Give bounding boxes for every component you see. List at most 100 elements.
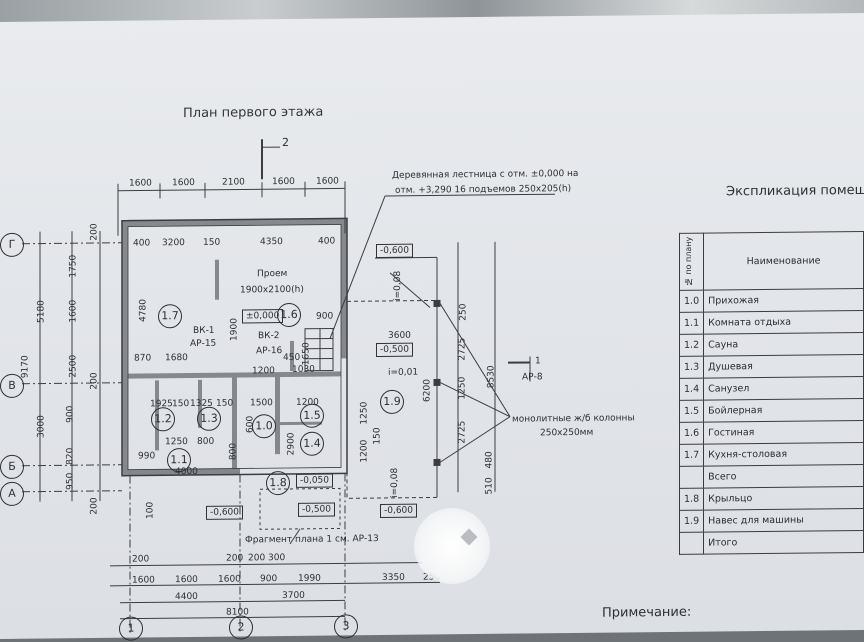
inner-dim: 150 bbox=[216, 399, 233, 409]
left-dim: 200 bbox=[90, 497, 100, 514]
top-dim: 1600 bbox=[316, 176, 339, 186]
axis-marker-v: В bbox=[0, 374, 24, 398]
bottom-dim: 300 bbox=[268, 553, 285, 563]
left-total: 9170 bbox=[20, 355, 30, 378]
bottom-dim: 200 bbox=[248, 553, 265, 563]
left-dim: 1750 bbox=[68, 255, 78, 278]
bottom-dim: 1600 bbox=[132, 575, 155, 585]
table-row: Итого bbox=[680, 530, 864, 554]
stair-note-line2: отм. +3,290 16 подъемов 250х205(h) bbox=[395, 184, 571, 196]
inner-dim: 150 bbox=[172, 399, 189, 409]
tag-vk2: ВК-2 bbox=[258, 331, 280, 341]
room-number: 1.2 bbox=[151, 407, 175, 431]
inner-dim: 480 bbox=[485, 451, 495, 468]
inner-dim: 870 bbox=[134, 353, 151, 363]
bottom-dim: 200 bbox=[226, 553, 243, 563]
room-number: 1.8 bbox=[266, 471, 290, 495]
inner-dim: 250 bbox=[459, 303, 469, 320]
top-dim: 2100 bbox=[222, 177, 245, 187]
explication-title: Экспликация помещений bbox=[726, 183, 864, 200]
inner-dim: 510 bbox=[485, 477, 495, 494]
table-row: Всего bbox=[680, 464, 864, 488]
bottom-total: 8100 bbox=[226, 607, 249, 617]
stair-note-line1: Деревянная лестница с отм. ±0,000 на bbox=[392, 169, 578, 181]
note-title: Примечание: bbox=[602, 605, 691, 621]
inner-dim: 400 bbox=[133, 238, 150, 248]
elevation-label: -0,600 bbox=[380, 504, 417, 518]
left-dim: 1600 bbox=[68, 300, 78, 323]
inner-dim: 6200 bbox=[422, 379, 432, 402]
axis-marker-g: Г bbox=[0, 233, 24, 257]
inner-dim: 2725 bbox=[457, 338, 467, 361]
left-dim: 200 bbox=[90, 223, 100, 240]
inner-dim: 800 bbox=[197, 437, 214, 447]
axis-marker-b: Б bbox=[0, 455, 24, 479]
room-number: 1.7 bbox=[158, 304, 182, 328]
tag-ar16: АР-16 bbox=[256, 346, 282, 356]
inner-dim: 1650 bbox=[301, 342, 311, 365]
bottom-dim: 4400 bbox=[175, 592, 198, 602]
room-number: 1.9 bbox=[380, 390, 404, 414]
left-dim: 820 bbox=[66, 448, 76, 465]
inner-dim: 2900 bbox=[286, 432, 296, 455]
inner-dim: 1250 bbox=[359, 402, 369, 425]
inner-dim: 1680 bbox=[165, 353, 188, 363]
slope-label: i=0,08 bbox=[390, 468, 400, 498]
axis-marker-2: 2 bbox=[229, 615, 253, 639]
elevation-label: -0,600 bbox=[376, 244, 413, 258]
room-number: 1.6 bbox=[277, 303, 301, 327]
inner-dim: 100 bbox=[146, 502, 156, 519]
left-dim: 200 bbox=[90, 372, 100, 389]
bottom-dim: 1600 bbox=[175, 575, 198, 585]
elevation-label: -0,050 bbox=[296, 474, 333, 488]
left-dim: 2500 bbox=[68, 355, 78, 378]
inner-dim: 1200 bbox=[252, 366, 275, 376]
tag-ar8: АР-8 bbox=[522, 372, 543, 382]
inner-dim: 8530 bbox=[486, 365, 496, 388]
inner-dim: 450 bbox=[283, 353, 300, 363]
inner-dim: 1500 bbox=[250, 398, 273, 408]
axis-marker-a: А bbox=[0, 482, 24, 506]
top-dim: 1600 bbox=[172, 178, 195, 188]
plan-title: План первого этажа bbox=[183, 105, 323, 121]
room-number: 1.1 bbox=[167, 448, 191, 472]
inner-dim: 1200 bbox=[359, 440, 369, 463]
inner-dim: 150 bbox=[203, 238, 220, 248]
explication-col-name: Наименование bbox=[704, 231, 864, 290]
section-mark-label: 2 bbox=[282, 136, 289, 149]
axis-marker-1: 1 bbox=[119, 617, 143, 641]
room-number: 1.4 bbox=[300, 432, 324, 456]
room-number: 1.0 bbox=[252, 414, 276, 438]
left-total: 3000 bbox=[36, 415, 46, 438]
inner-dim: 3600 bbox=[388, 331, 411, 341]
inner-dim: 1900 bbox=[229, 318, 239, 341]
left-dim: 900 bbox=[66, 406, 76, 423]
inner-dim: 800 bbox=[229, 443, 239, 460]
bottom-dim: 200 bbox=[132, 554, 149, 564]
axis-marker-3: 3 bbox=[334, 614, 358, 638]
elevation-label: -0,500 bbox=[376, 343, 413, 357]
opening-size: 1900х2100(h) bbox=[240, 285, 304, 296]
inner-dim: 3200 bbox=[162, 238, 185, 248]
bottom-dim: 3700 bbox=[282, 591, 305, 601]
slope-label: i=0,01 bbox=[388, 368, 418, 378]
inner-dim: 900 bbox=[316, 312, 333, 322]
fragment-note: Фрагмент плана 1 см. АР-13 bbox=[245, 534, 379, 545]
inner-dim: 2725 bbox=[457, 421, 467, 444]
left-total: 5180 bbox=[36, 300, 46, 323]
photo-glare bbox=[414, 508, 490, 584]
tag-vk1: ВК-1 bbox=[193, 326, 215, 336]
bottom-dim: 3350 bbox=[382, 573, 405, 583]
explication-col-num: № по плану bbox=[680, 233, 704, 290]
room-number: 1.5 bbox=[300, 404, 324, 428]
